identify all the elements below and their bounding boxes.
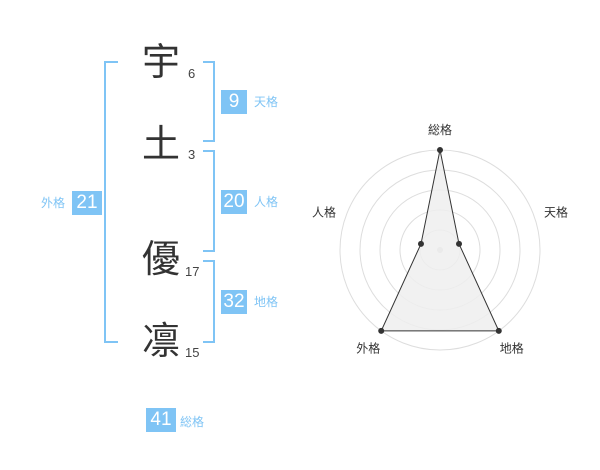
radar-axis-label-3: 外格 bbox=[356, 341, 380, 356]
radar-point-0 bbox=[437, 147, 443, 153]
name-char-4: 凛 bbox=[142, 319, 181, 363]
radar-axis-label-4: 人格 bbox=[312, 204, 336, 219]
radar-area bbox=[380, 149, 500, 332]
chikaku-label: 地格 bbox=[254, 295, 279, 309]
name-char-1: 宇 bbox=[142, 40, 181, 84]
name-char-3: 優 bbox=[142, 237, 181, 281]
gaikaku-value: 21 bbox=[72, 191, 102, 215]
radar-point-3 bbox=[378, 327, 385, 334]
tenkaku-label: 天格 bbox=[254, 95, 279, 109]
radar-axis-label-2: 地格 bbox=[500, 341, 524, 356]
radar-point-4 bbox=[417, 240, 424, 247]
stroke-count-1: 6 bbox=[188, 66, 196, 81]
jinkaku-bracket bbox=[203, 150, 215, 252]
tenkaku-bracket bbox=[203, 61, 215, 142]
radar-points bbox=[378, 147, 502, 334]
stroke-count-3: 17 bbox=[185, 264, 200, 279]
soukaku-value: 41 bbox=[146, 408, 176, 432]
name-char-2: 土 bbox=[142, 122, 181, 166]
tenkaku-value: 9 bbox=[221, 90, 247, 114]
radar-point-1 bbox=[456, 240, 463, 247]
soukaku-label: 総格 bbox=[180, 415, 205, 429]
jinkaku-label: 人格 bbox=[254, 195, 279, 209]
gaikaku-label: 外格 bbox=[41, 196, 66, 210]
jinkaku-value: 20 bbox=[221, 190, 247, 214]
stroke-count-4: 15 bbox=[185, 345, 200, 360]
gaikaku-bracket bbox=[104, 61, 118, 343]
radar-axis-label-0: 総格 bbox=[428, 122, 452, 137]
radar-point-2 bbox=[495, 327, 502, 334]
chikaku-bracket bbox=[203, 260, 215, 343]
radar-axis-label-1: 天格 bbox=[544, 204, 568, 219]
chikaku-value: 32 bbox=[221, 290, 247, 314]
stroke-count-2: 3 bbox=[188, 147, 196, 162]
